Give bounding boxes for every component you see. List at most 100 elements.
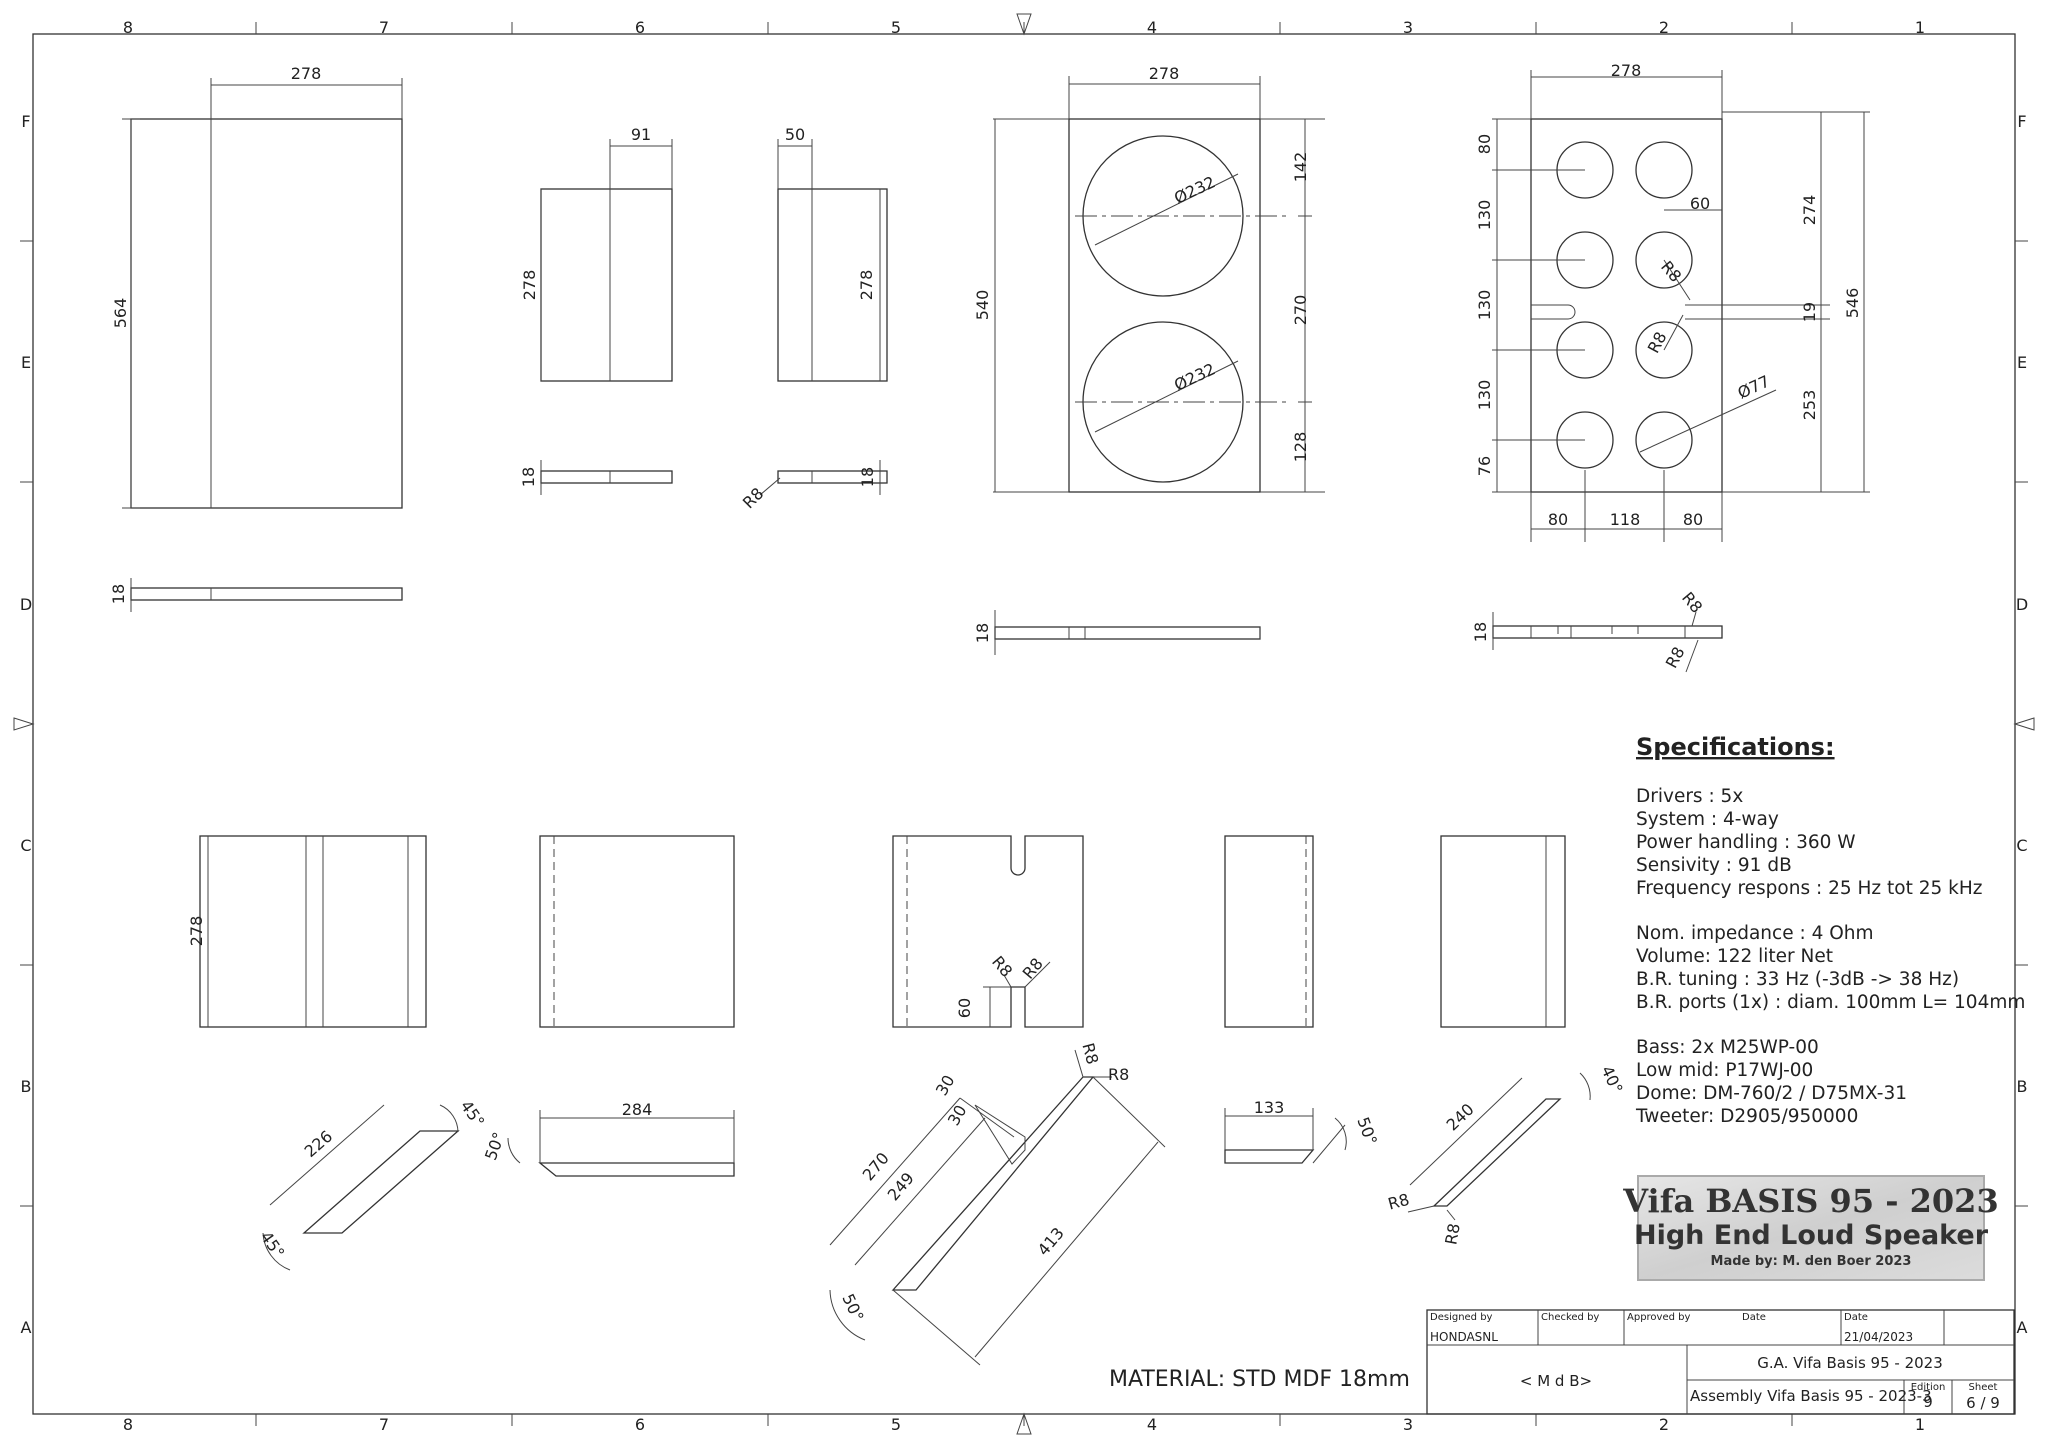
dim-label: 278 <box>291 64 322 83</box>
dim-label: 278 <box>857 270 876 301</box>
spec-line: Sensivity : 91 dB <box>1636 855 1792 876</box>
dim-label: 278 <box>1611 61 1642 80</box>
dim-label: 60 <box>955 998 974 1018</box>
panel-2-view <box>539 835 735 1028</box>
dim-label: R8 <box>1678 588 1706 617</box>
dim-label: 546 <box>1843 288 1862 319</box>
spec-line: System : 4-way <box>1636 809 1779 830</box>
tb-company: < M d B> <box>1520 1372 1592 1390</box>
tb-label-sheet: Sheet <box>1969 1382 1998 1393</box>
dim-label: 18 <box>109 584 128 604</box>
grid-row-label: D <box>2016 595 2028 614</box>
panel-3-view: 60 R8 R8 <box>892 835 1084 1028</box>
tb-label-checked-by: Checked by <box>1541 1312 1599 1323</box>
dim-label: 130 <box>1475 380 1494 411</box>
grid-row-label: B <box>2017 1077 2028 1096</box>
grid-col-label: 4 <box>1147 1415 1157 1434</box>
dim-label: 249 <box>884 1169 918 1205</box>
logo-line2: High End Loud Speaker <box>1634 1220 1989 1251</box>
dim-label: 128 <box>1291 432 1310 463</box>
tb-title: G.A. Vifa Basis 95 - 2023 <box>1757 1354 1943 1372</box>
bevel-profile-5: 240 40° R8 R8 <box>1386 1063 1627 1246</box>
spec-line: Frequency respons : 25 Hz tot 25 kHz <box>1636 878 1982 899</box>
spec-line: Power handling : 360 W <box>1636 832 1856 853</box>
grid-col-labels-bottom: 8 7 6 5 4 3 2 1 <box>123 1415 1925 1434</box>
dim-label: 130 <box>1475 200 1494 231</box>
bevel-profile-1: 226 45° 45° <box>257 1097 488 1271</box>
dim-label: Ø232 <box>1171 359 1218 394</box>
tb-label-date: Date <box>1742 1312 1766 1323</box>
dim-label: 18 <box>858 467 877 487</box>
spec-line: Nom. impedance : 4 Ohm <box>1636 923 1874 944</box>
dim-label: R8 <box>739 484 767 512</box>
grid-col-labels-top: 8 7 6 5 4 3 2 1 <box>123 18 1925 37</box>
bevel-profile-4: 133 50° <box>1224 1098 1381 1164</box>
dim-label: 50° <box>838 1291 867 1325</box>
dim-label: 30 <box>932 1072 959 1099</box>
dim-label: 18 <box>1471 622 1490 642</box>
logo-line1: Vifa BASIS 95 - 2023 <box>1622 1182 1998 1220</box>
grid-row-label: D <box>20 595 32 614</box>
dim-label: 118 <box>1610 510 1641 529</box>
dim-label: R8 <box>1644 329 1671 357</box>
grid-col-label: 6 <box>635 18 645 37</box>
grid-col-label: 3 <box>1403 1415 1413 1434</box>
spec-line: Bass: 2x M25WP-00 <box>1636 1037 1819 1058</box>
dim-label: 278 <box>1149 64 1180 83</box>
dim-label: 19 <box>1800 302 1819 322</box>
dim-label: 45° <box>257 1228 289 1262</box>
dim-label: 278 <box>187 916 206 947</box>
tb-label-date: Date <box>1844 1312 1868 1323</box>
spec-line: Low mid: P17WJ-00 <box>1636 1060 1813 1081</box>
grid-col-label: 6 <box>635 1415 645 1434</box>
dim-label: R8 <box>1441 1222 1463 1246</box>
grid-row-label: C <box>20 836 31 855</box>
grid-col-label: 3 <box>1403 18 1413 37</box>
dim-label: R8 <box>1108 1065 1129 1084</box>
dim-label: R8 <box>988 952 1016 981</box>
dim-label: R8 <box>1662 644 1689 672</box>
tb-sheet: 6 / 9 <box>1966 1394 2000 1412</box>
tb-label-designed-by: Designed by <box>1430 1312 1493 1323</box>
spec-line: B.R. ports (1x) : diam. 100mm L= 104mm <box>1636 992 2025 1013</box>
dim-label: 50° <box>481 1130 509 1163</box>
logo-plate: Vifa BASIS 95 - 2023 High End Loud Speak… <box>1622 1175 1999 1281</box>
dim-label: Ø77 <box>1735 371 1773 402</box>
grid-row-label: C <box>2016 836 2027 855</box>
dim-label: R8 <box>1078 1041 1102 1066</box>
dim-label: 60 <box>1690 194 1710 213</box>
dim-label: 253 <box>1800 390 1819 421</box>
grid-row-label: E <box>2017 353 2027 372</box>
panel-5-view <box>1440 835 1566 1028</box>
dim-label: 80 <box>1683 510 1703 529</box>
rear-panel-view: 278 80 130 130 130 76 60 R8 R8 Ø77 274 1… <box>1471 61 1870 673</box>
dim-label: R8 <box>1019 954 1047 983</box>
dim-label: 50° <box>1353 1115 1381 1148</box>
grid-row-label: A <box>2017 1318 2028 1337</box>
dim-label: Ø232 <box>1171 172 1218 207</box>
spec-line: B.R. tuning : 33 Hz (-3dB -> 38 Hz) <box>1636 969 1959 990</box>
dim-label: 40° <box>1597 1063 1626 1097</box>
dim-label: 564 <box>111 298 130 329</box>
grid-col-label: 8 <box>123 18 133 37</box>
dim-label: 142 <box>1291 152 1310 183</box>
tb-edition: 9 <box>1923 1393 1933 1411</box>
dim-label: 226 <box>301 1127 337 1161</box>
title-block: Designed by HONDASNL Checked by Approved… <box>1426 1309 2015 1415</box>
dim-label: 18 <box>973 623 992 643</box>
front-baffle-view: Ø232 Ø232 278 540 142 270 128 18 <box>973 64 1325 655</box>
dim-label: 80 <box>1548 510 1568 529</box>
tb-date: 21/04/2023 <box>1844 1330 1913 1344</box>
small-panel-a-view: 91 278 18 <box>519 125 673 495</box>
dim-label: 80 <box>1475 134 1494 154</box>
grid-col-label: 1 <box>1915 1415 1925 1434</box>
grid-col-label: 7 <box>379 1415 389 1434</box>
small-panel-b-view: 50 278 18 R8 <box>739 125 888 512</box>
dim-label: 76 <box>1475 456 1494 476</box>
spec-line: Tweeter: D2905/950000 <box>1635 1106 1858 1127</box>
dim-label: 130 <box>1475 290 1494 321</box>
tb-label-approved-by: Approved by <box>1627 1312 1690 1323</box>
specs-title: Specifications: <box>1636 733 1835 761</box>
specifications: Specifications: Drivers : 5x System : 4-… <box>1635 733 2025 1127</box>
